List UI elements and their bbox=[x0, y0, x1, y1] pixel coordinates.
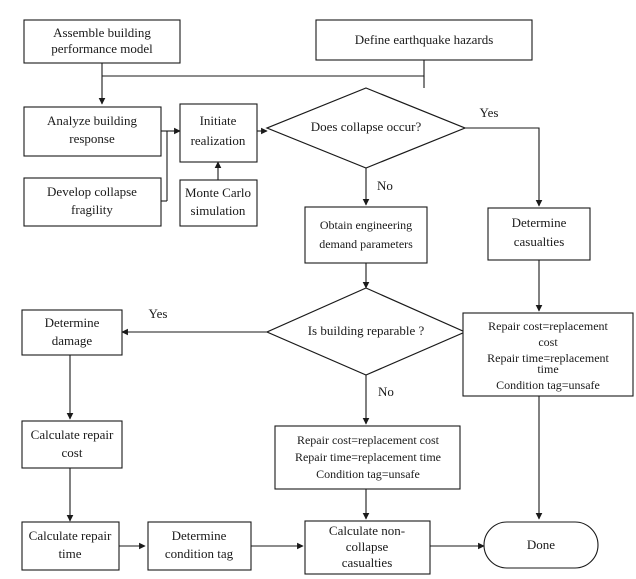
edge-label-layer: Yes No Yes No bbox=[149, 105, 499, 399]
node-collapse-decision[interactable]: Does collapse occur? bbox=[265, 87, 467, 169]
node-analyze-response-shape bbox=[23, 106, 162, 157]
node-collapse-replacement-line-4: Condition tag=unsafe bbox=[496, 378, 600, 392]
node-calculate-repair-cost-line-1: cost bbox=[62, 445, 83, 460]
node-determine-damage[interactable]: Determine damage bbox=[21, 309, 123, 356]
node-define-hazards-shape bbox=[315, 19, 533, 61]
node-determine-casualties[interactable]: Determine casualties bbox=[487, 207, 591, 261]
node-calculate-repair-cost-shape bbox=[21, 420, 123, 469]
node-calculate-repair-time-line-0: Calculate repair bbox=[29, 528, 112, 543]
node-determine-casualties-line-1: casualties bbox=[514, 234, 565, 249]
node-calculate-noncollapse-casualties[interactable]: Calculate non- collapse casualties bbox=[304, 520, 431, 575]
connector-layer bbox=[66, 60, 543, 550]
node-collapse-replacement-shape bbox=[462, 312, 634, 397]
node-calculate-repair-time-shape bbox=[21, 521, 120, 571]
edge-label-reparable-yes: Yes bbox=[149, 306, 168, 321]
node-reparable-decision-line-0: Is building reparable ? bbox=[308, 323, 425, 338]
node-initiate-realization-line-0: Initiate bbox=[200, 113, 237, 128]
node-collapse-decision-line-0: Does collapse occur? bbox=[311, 119, 422, 134]
node-develop-fragility-line-1: fragility bbox=[71, 202, 113, 217]
node-done[interactable]: Done bbox=[483, 521, 599, 569]
node-calculate-noncollapse-casualties-line-0: Calculate non- bbox=[329, 523, 405, 538]
node-reparable-decision-shape bbox=[265, 287, 467, 376]
node-obtain-edp[interactable]: Obtain engineering demand parameters bbox=[304, 206, 428, 264]
node-irreparable-replacement-line-2: Condition tag=unsafe bbox=[316, 467, 420, 481]
node-collapse-replacement-line-1: cost bbox=[538, 335, 558, 349]
edge-label-collapse-yes: Yes bbox=[480, 105, 499, 120]
node-assemble-model[interactable]: Assemble building performance model bbox=[23, 19, 181, 64]
node-calculate-repair-cost[interactable]: Calculate repair cost bbox=[21, 420, 123, 469]
node-collapse-replacement-line-2: Repair time=replacement bbox=[487, 351, 609, 365]
node-initiate-realization[interactable]: Initiate realization bbox=[179, 103, 258, 163]
node-define-hazards[interactable]: Define earthquake hazards bbox=[315, 19, 533, 61]
node-irreparable-replacement[interactable]: Repair cost=replacement cost Repair time… bbox=[274, 425, 461, 490]
node-analyze-response[interactable]: Analyze building response bbox=[23, 106, 162, 157]
node-develop-fragility-line-0: Develop collapse bbox=[47, 184, 137, 199]
node-analyze-response-line-0: Analyze building bbox=[47, 113, 137, 128]
node-calculate-noncollapse-casualties-line-2: casualties bbox=[342, 555, 393, 570]
node-collapse-decision-shape bbox=[265, 87, 467, 169]
node-calculate-repair-cost-line-0: Calculate repair bbox=[31, 427, 114, 442]
node-monte-carlo[interactable]: Monte Carlo simulation bbox=[179, 179, 258, 227]
node-calculate-repair-time-line-1: time bbox=[58, 546, 81, 561]
node-initiate-realization-shape bbox=[179, 103, 258, 163]
node-calculate-repair-time[interactable]: Calculate repair time bbox=[21, 521, 120, 571]
node-determine-casualties-shape bbox=[487, 207, 591, 261]
node-determine-damage-line-1: damage bbox=[52, 333, 93, 348]
node-monte-carlo-shape bbox=[179, 179, 258, 227]
edge-label-reparable-no: No bbox=[378, 384, 394, 399]
node-define-hazards-line-0: Define earthquake hazards bbox=[355, 32, 494, 47]
node-determine-damage-shape bbox=[21, 309, 123, 356]
node-assemble-model-line-1: performance model bbox=[51, 41, 153, 56]
node-develop-fragility-shape bbox=[23, 177, 162, 227]
edge-label-collapse-no: No bbox=[377, 178, 393, 193]
node-irreparable-replacement-shape bbox=[274, 425, 461, 490]
node-monte-carlo-line-0: Monte Carlo bbox=[185, 185, 251, 200]
node-determine-casualties-line-0: Determine bbox=[512, 215, 567, 230]
node-irreparable-replacement-line-0: Repair cost=replacement cost bbox=[297, 433, 440, 447]
node-determine-condition-tag-shape bbox=[147, 521, 252, 571]
edge-collapse-yes bbox=[465, 127, 543, 207]
node-analyze-response-line-1: response bbox=[69, 131, 115, 146]
node-determine-condition-tag-line-0: Determine bbox=[172, 528, 227, 543]
node-monte-carlo-line-1: simulation bbox=[191, 203, 246, 218]
node-done-line-0: Done bbox=[527, 537, 555, 552]
node-develop-fragility[interactable]: Develop collapse fragility bbox=[23, 177, 162, 227]
node-done-shape bbox=[483, 521, 599, 569]
node-collapse-replacement-line-0: Repair cost=replacement bbox=[488, 319, 608, 333]
node-calculate-noncollapse-casualties-line-1: collapse bbox=[346, 539, 389, 554]
node-determine-damage-line-0: Determine bbox=[45, 315, 100, 330]
node-obtain-edp-shape bbox=[304, 206, 428, 264]
node-determine-condition-tag-line-1: condition tag bbox=[165, 546, 234, 561]
node-irreparable-replacement-line-1: Repair time=replacement time bbox=[295, 450, 441, 464]
node-assemble-model-shape bbox=[23, 19, 181, 64]
node-initiate-realization-line-1: realization bbox=[191, 133, 246, 148]
node-collapse-replacement[interactable]: Repair cost=replacement cost Repair time… bbox=[462, 312, 634, 397]
node-obtain-edp-line-0: Obtain engineering bbox=[320, 218, 412, 232]
node-reparable-decision[interactable]: Is building reparable ? bbox=[265, 287, 467, 376]
node-calculate-noncollapse-casualties-shape bbox=[304, 520, 431, 575]
node-determine-condition-tag[interactable]: Determine condition tag bbox=[147, 521, 252, 571]
node-collapse-replacement-line-3: time bbox=[537, 362, 558, 376]
node-assemble-model-line-0: Assemble building bbox=[53, 25, 151, 40]
node-obtain-edp-line-1: demand parameters bbox=[319, 237, 413, 251]
